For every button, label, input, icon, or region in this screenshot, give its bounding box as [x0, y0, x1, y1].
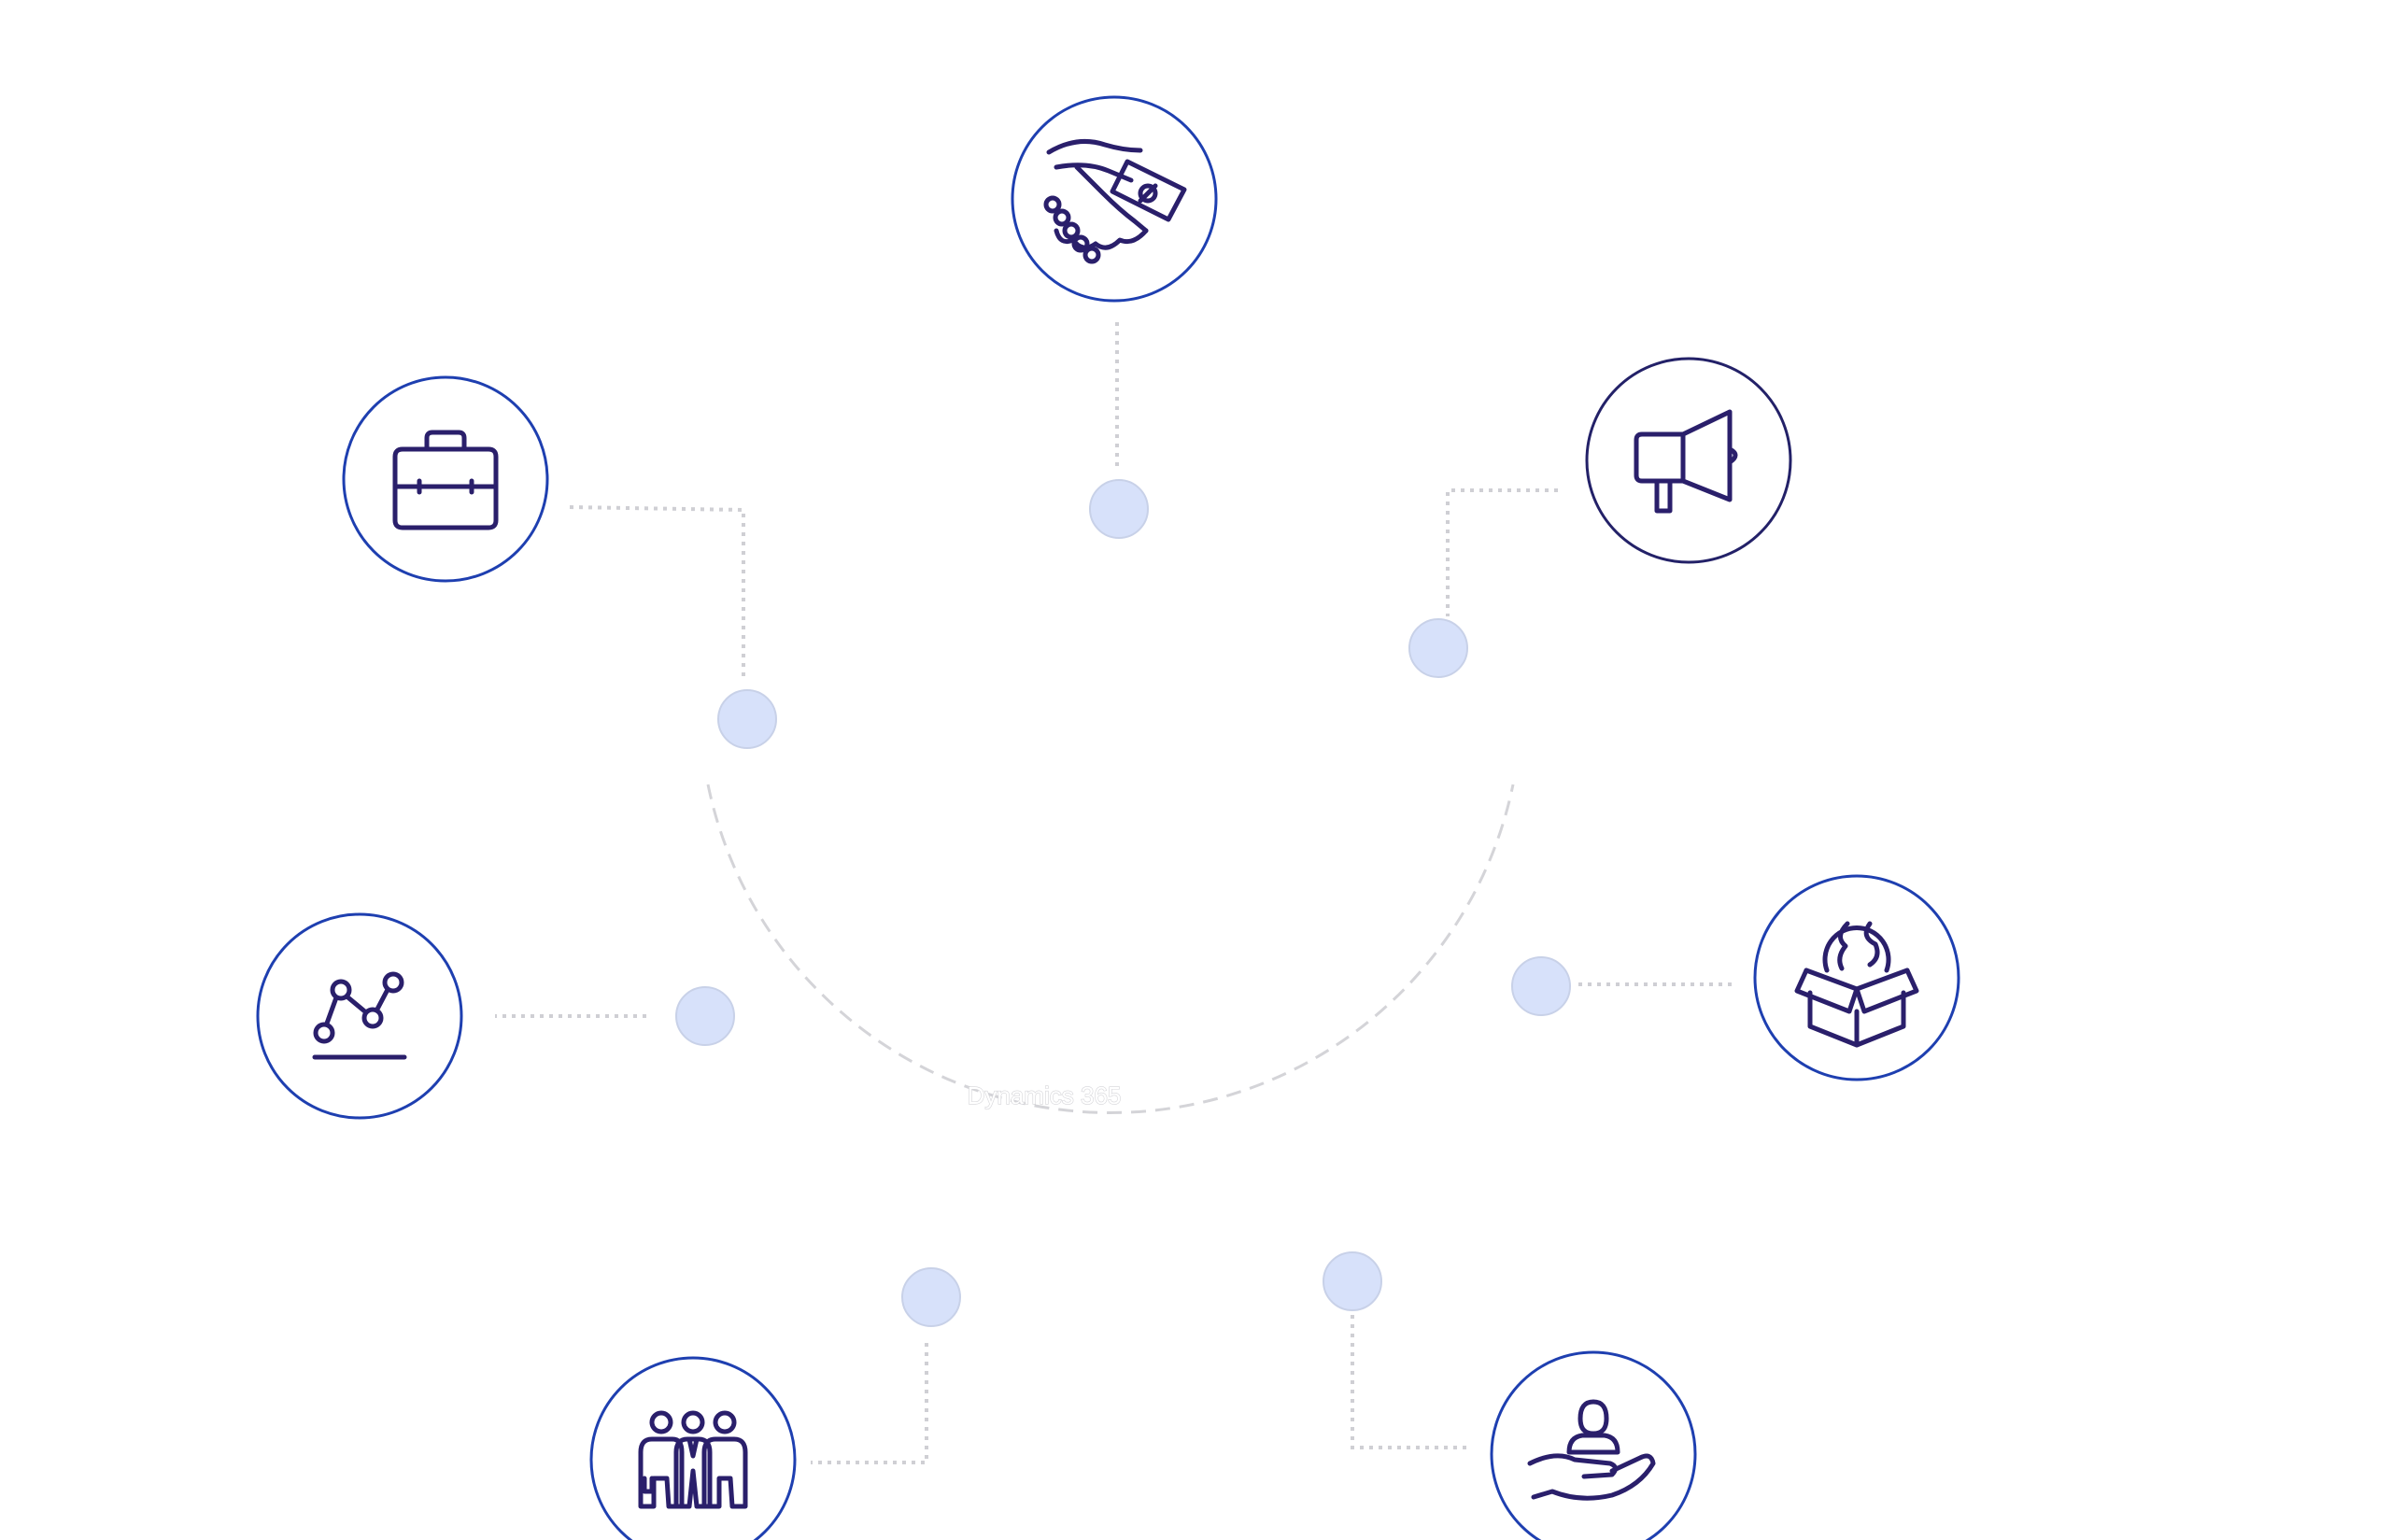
module-finance-ring — [256, 912, 463, 1120]
node-supply-chain[interactable] — [1511, 956, 1571, 1016]
center-label: Dynamics 365 — [968, 1081, 1122, 1109]
node-marketing[interactable] — [1408, 618, 1468, 678]
module-supply-chain[interactable] — [1753, 874, 1960, 1081]
nodes — [675, 479, 1571, 1327]
connector-marketing — [1446, 488, 1558, 616]
module-customer-service-ring — [1490, 1350, 1697, 1540]
node-customer-service[interactable] — [1323, 1251, 1382, 1311]
briefcase-icon — [392, 430, 499, 530]
module-finance[interactable] — [256, 912, 463, 1120]
connector-business-central — [569, 505, 745, 682]
module-business-central-ring — [342, 375, 549, 583]
module-supply-chain-ring — [1753, 874, 1960, 1081]
line-chart-icon — [312, 971, 407, 1060]
megaphone-icon — [1634, 409, 1738, 514]
node-finance[interactable] — [675, 986, 735, 1046]
connector-customer-service — [1351, 1315, 1471, 1449]
module-business-central[interactable] — [342, 375, 549, 583]
module-sales-ring — [1011, 95, 1218, 303]
node-business-central[interactable] — [717, 689, 777, 749]
module-human-resources[interactable] — [589, 1356, 797, 1540]
module-marketing-ring — [1585, 357, 1792, 564]
connector-human-resources — [811, 1343, 928, 1464]
team-people-icon — [638, 1410, 748, 1509]
node-human-resources[interactable] — [901, 1267, 961, 1327]
connectors — [495, 322, 1737, 1464]
central-ring — [706, 784, 1515, 1114]
module-sales[interactable] — [1011, 95, 1218, 303]
globe-box-icon — [1794, 921, 1919, 1048]
hand-person-icon — [1527, 1399, 1656, 1501]
module-marketing[interactable] — [1585, 357, 1792, 564]
module-customer-service[interactable] — [1490, 1350, 1697, 1540]
handshake-money-icon — [1043, 138, 1187, 264]
node-sales[interactable] — [1089, 479, 1149, 539]
